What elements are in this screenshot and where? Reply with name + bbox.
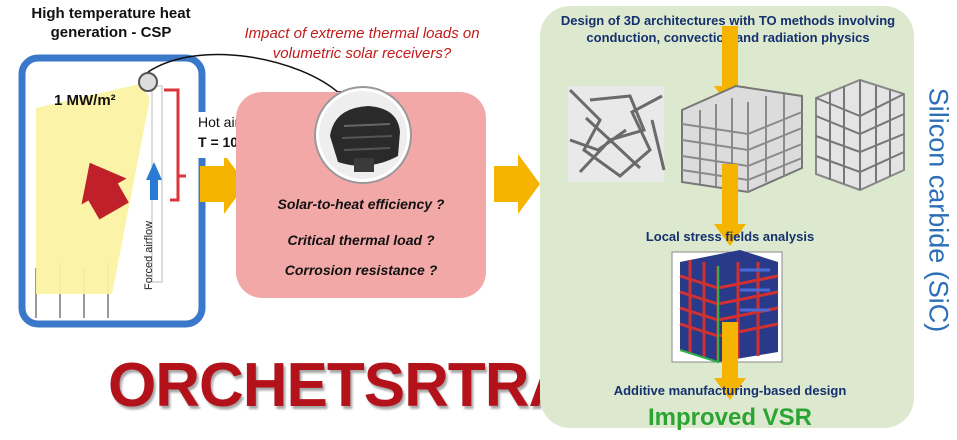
csp-title: High temperature heat generation - CSP	[31, 5, 191, 41]
material-text: Silicon carbide (SiC)	[923, 87, 954, 333]
question-efficiency: Solar-to-heat efficiency ?	[277, 196, 445, 212]
arrow-down-3-icon	[714, 322, 746, 400]
question-corrosion: Corrosion resistance ?	[284, 262, 438, 278]
hot-pipe	[164, 88, 180, 202]
additive-design-label: Additive manufacturing-based design	[613, 383, 847, 398]
arrow-down-2-icon	[714, 164, 746, 246]
receiver-head-icon	[138, 72, 158, 92]
blue-arrow-icon	[146, 162, 162, 200]
stress-analysis-label: Local stress fields analysis	[645, 229, 815, 244]
arrow-right-1-icon	[200, 154, 246, 214]
forced-airflow-label: Forced airflow	[143, 220, 155, 290]
flux-label: 1 MW/m²	[54, 92, 116, 109]
lattice-cubic-icon	[815, 78, 905, 192]
hot-air-line-1: Hot air	[198, 114, 240, 130]
improved-vsr-label: Improved VSR	[647, 404, 813, 431]
brand-title: ORCHETSRTRA	[108, 351, 573, 420]
question-thermal-load: Critical thermal load ?	[287, 232, 435, 248]
lattice-grid-icon	[681, 84, 803, 194]
connector-line	[147, 53, 341, 95]
material-label: Silicon carbide (SiC)	[922, 40, 954, 380]
red-arrow-icon	[81, 162, 129, 220]
impact-question: Impact of extreme thermal loads on volum…	[244, 25, 480, 62]
sample-photo	[314, 86, 412, 184]
lattice-random-icon	[568, 86, 666, 182]
arrow-right-2-icon	[494, 154, 540, 214]
architecture-graphics	[568, 26, 905, 400]
